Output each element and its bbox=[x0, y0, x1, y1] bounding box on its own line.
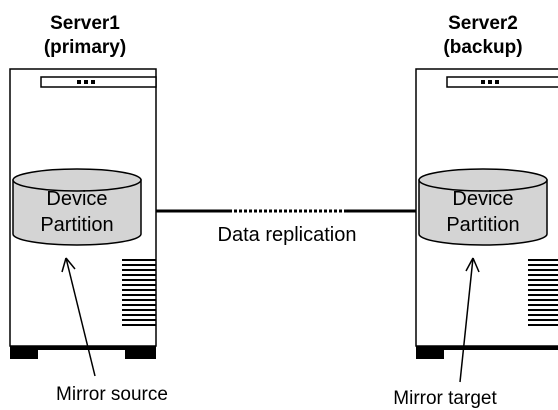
server2-vent-icon bbox=[528, 259, 558, 326]
server2-name: Server2 bbox=[448, 13, 518, 34]
server1-partition-line1: Device bbox=[46, 188, 107, 210]
server2-partition-line1: Device bbox=[452, 188, 513, 210]
link-label: Data replication bbox=[218, 224, 357, 246]
server1-caption: Mirror source bbox=[56, 384, 168, 405]
server2-disk-icon bbox=[418, 168, 548, 246]
server1-arrow-icon bbox=[61, 257, 96, 377]
server1-vent-icon bbox=[122, 259, 156, 326]
server2-caption: Mirror target bbox=[393, 388, 497, 409]
server2-group: Server2 (backup) bbox=[393, 13, 558, 409]
server1-disk-icon bbox=[12, 168, 142, 246]
server1-partition-line2: Partition bbox=[40, 214, 113, 236]
server2-arrow-icon bbox=[459, 257, 480, 383]
server1-role: (primary) bbox=[44, 37, 126, 58]
server1-name: Server1 bbox=[50, 13, 120, 34]
server2-partition-line2: Partition bbox=[446, 214, 519, 236]
server2-role: (backup) bbox=[443, 37, 522, 58]
server1-group: Server1 (primary) bbox=[9, 13, 168, 405]
